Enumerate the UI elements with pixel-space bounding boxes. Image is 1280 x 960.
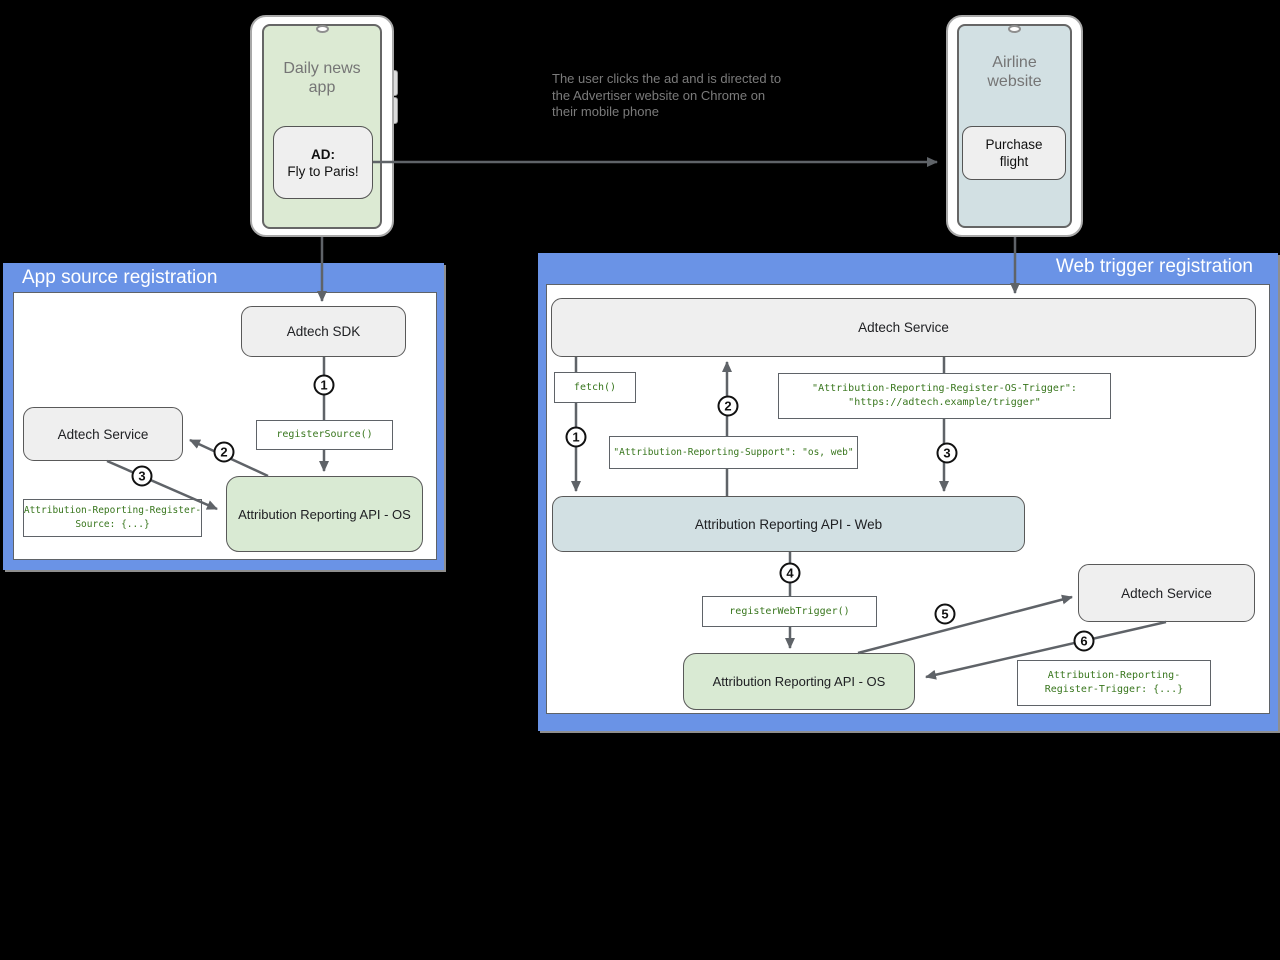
step-badge-3-web: 3: [936, 442, 958, 464]
step-badge-1-web: 1: [565, 426, 587, 448]
register-web-trigger-code-box: registerWebTrigger(): [702, 596, 877, 627]
step-badge-4-web: 4: [779, 562, 801, 584]
app-title-line1: Daily news: [283, 60, 361, 77]
step-number: 2: [724, 398, 732, 414]
step-number: 4: [786, 565, 794, 581]
site-title-line1: Airline: [992, 54, 1037, 71]
app-title-line2: app: [308, 79, 336, 96]
adtech-service-box-top: Adtech Service: [551, 298, 1256, 357]
site-title-line2: website: [987, 73, 1042, 90]
header-line1: Attribution-Reporting-: [1047, 670, 1181, 681]
header-line1: "Attribution-Reporting-Register-OS-Trigg…: [812, 383, 1077, 394]
purchase-line1: Purchase: [985, 137, 1043, 152]
annotation-line2: the Advertiser website on Chrome on: [552, 87, 766, 103]
adtech-service-label: Adtech Service: [57, 426, 149, 442]
register-source-header-box: Attribution-Reporting-Register- Source: …: [23, 499, 202, 537]
panel-title: Web trigger registration: [1055, 256, 1253, 277]
purchase-flight-button: Purchase flight: [962, 126, 1066, 180]
attribution-api-os-box-left: Attribution Reporting API - OS: [226, 476, 423, 552]
register-source-call: registerSource(): [276, 429, 373, 440]
panel-title: App source registration: [22, 267, 218, 288]
attribution-api-os-label: Attribution Reporting API - OS: [712, 674, 886, 689]
os-trigger-header-box: "Attribution-Reporting-Register-OS-Trigg…: [778, 373, 1111, 419]
ad-card-text: Fly to Paris!: [287, 163, 359, 179]
step-badge-2-web: 2: [717, 395, 739, 417]
purchase-line2: flight: [999, 154, 1029, 169]
attribution-api-web-box: Attribution Reporting API - Web: [552, 496, 1025, 552]
fetch-call: fetch(): [573, 381, 617, 393]
step-badge-3: 3: [131, 465, 153, 487]
adtech-service-label: Adtech Service: [1121, 585, 1212, 601]
support-header: "Attribution-Reporting-Support": "os, we…: [613, 446, 854, 458]
step-number: 3: [943, 445, 951, 461]
adtech-sdk-box: Adtech SDK: [241, 306, 406, 357]
header-line2: Register-Trigger: {...}: [1044, 684, 1184, 695]
header-line2: Source: {...}: [75, 519, 150, 530]
step-number: 2: [220, 444, 228, 460]
annotation-line3: their mobile phone: [552, 104, 659, 119]
attribution-api-os-label: Attribution Reporting API - OS: [238, 506, 411, 522]
adtech-service-label: Adtech Service: [858, 320, 949, 335]
step-badge-6-web: 6: [1073, 630, 1095, 652]
fetch-code-box: fetch(): [554, 372, 636, 403]
header-line1: Attribution-Reporting-Register-: [23, 505, 202, 516]
step-badge-5-web: 5: [934, 603, 956, 625]
step-number: 6: [1080, 633, 1088, 649]
step-number: 1: [572, 429, 580, 445]
user-click-annotation: The user clicks the ad and is directed t…: [552, 71, 812, 121]
attribution-api-os-box-right: Attribution Reporting API - OS: [683, 653, 915, 710]
header-line2: "https://adtech.example/trigger": [848, 397, 1041, 408]
register-source-code-box: registerSource(): [256, 420, 393, 450]
camera-icon: [316, 25, 329, 33]
camera-icon: [1008, 25, 1021, 33]
step-number: 1: [320, 377, 328, 393]
site-title: Airline website: [957, 53, 1072, 91]
support-header-box: "Attribution-Reporting-Support": "os, we…: [609, 436, 858, 469]
step-number: 5: [941, 606, 949, 622]
step-number: 3: [138, 468, 146, 484]
annotation-line1: The user clicks the ad and is directed t…: [552, 71, 782, 86]
adtech-service-box-right: Adtech Service: [1078, 564, 1255, 622]
ad-card-title: AD:: [311, 146, 335, 162]
app-title: Daily news app: [262, 59, 382, 97]
register-web-trigger-call: registerWebTrigger(): [729, 605, 850, 617]
adtech-sdk-label: Adtech SDK: [286, 324, 361, 339]
ad-card: AD: Fly to Paris!: [273, 126, 373, 199]
step-badge-1: 1: [313, 374, 335, 396]
register-trigger-header-box: Attribution-Reporting- Register-Trigger:…: [1017, 660, 1211, 706]
adtech-service-box-left: Adtech Service: [23, 407, 183, 461]
step-badge-2: 2: [213, 441, 235, 463]
attribution-api-web-label: Attribution Reporting API - Web: [694, 516, 883, 532]
